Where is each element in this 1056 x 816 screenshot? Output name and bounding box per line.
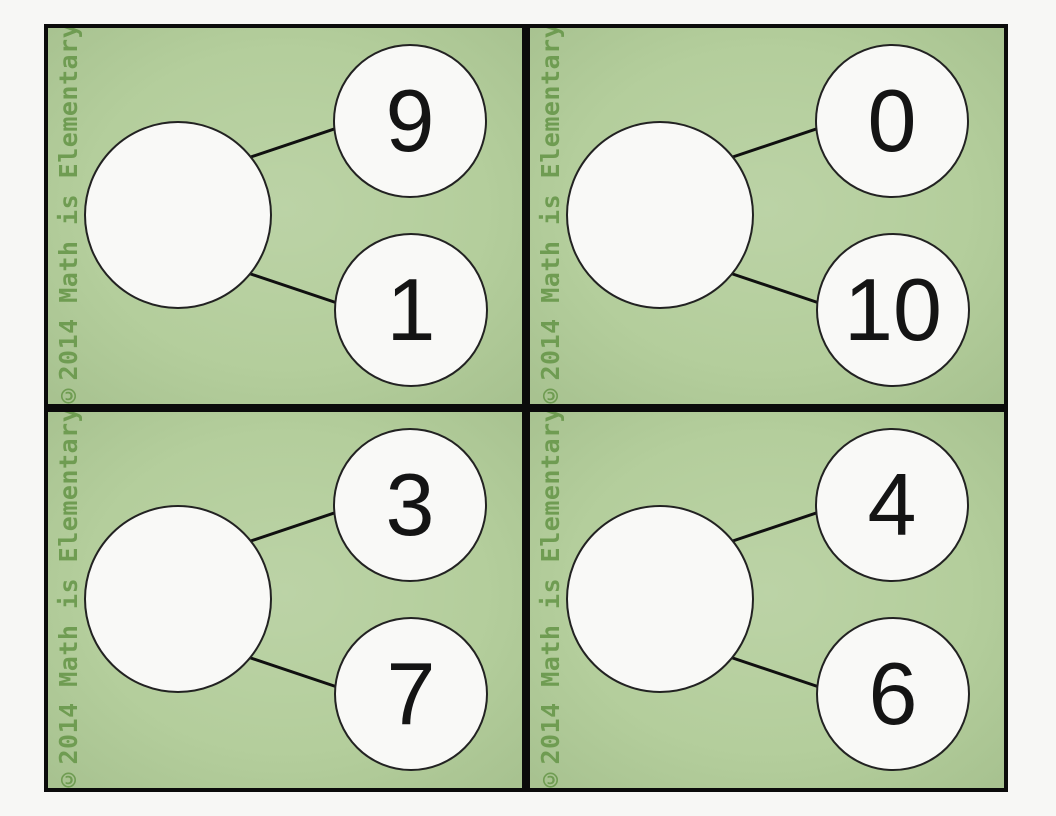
number-bond-card-bottom-right: ©2014 Math is Elementary 4 6 — [526, 408, 1008, 792]
part-bottom-value: 1 — [386, 260, 436, 359]
part-bottom-value: 10 — [844, 260, 942, 359]
part-circle-bottom: 7 — [334, 617, 488, 771]
part-bottom-value: 6 — [868, 644, 918, 743]
part-circle-top: 4 — [815, 428, 969, 582]
part-top-value: 4 — [867, 455, 917, 554]
whole-circle-empty — [566, 121, 754, 309]
number-bond-card-top-left: ©2014 Math is Elementary 9 1 — [44, 24, 526, 408]
part-bottom-value: 7 — [386, 644, 436, 743]
whole-circle-empty — [84, 121, 272, 309]
part-circle-bottom: 10 — [816, 233, 970, 387]
whole-circle-empty — [84, 505, 272, 693]
number-bond-card-bottom-left: ©2014 Math is Elementary 3 7 — [44, 408, 526, 792]
part-circle-bottom: 6 — [816, 617, 970, 771]
part-top-value: 3 — [385, 455, 435, 554]
part-top-value: 0 — [867, 71, 917, 170]
whole-circle-empty — [566, 505, 754, 693]
part-top-value: 9 — [385, 71, 435, 170]
part-circle-top: 0 — [815, 44, 969, 198]
part-circle-bottom: 1 — [334, 233, 488, 387]
number-bond-card-top-right: ©2014 Math is Elementary 0 10 — [526, 24, 1008, 408]
part-circle-top: 9 — [333, 44, 487, 198]
part-circle-top: 3 — [333, 428, 487, 582]
number-bond-worksheet: ©2014 Math is Elementary 9 1 ©2014 Math … — [44, 24, 1008, 792]
